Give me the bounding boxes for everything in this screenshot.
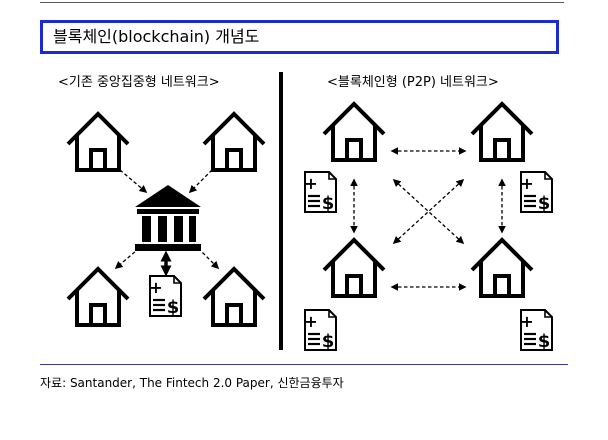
bank-icon — [135, 185, 201, 251]
title-box: 블록체인(blockchain) 개념도 — [40, 20, 559, 54]
house-icon — [470, 238, 534, 298]
house-icon — [470, 102, 534, 162]
page-title: 블록체인(blockchain) 개념도 — [53, 27, 260, 46]
centralized-network-label: <기존 중앙집중형 네트워크> — [58, 75, 220, 90]
arrow-house-to-bank — [188, 169, 213, 194]
document-dollar-icon — [148, 274, 183, 320]
arrow-house-to-bank — [119, 169, 148, 194]
house-icon — [66, 112, 130, 172]
arrow-bank-to-house — [114, 243, 145, 270]
document-dollar-icon — [303, 308, 338, 354]
footer-rule — [40, 364, 568, 365]
house-icon — [66, 267, 130, 327]
source-note: 자료: Santander, The Fintech 2.0 Paper, 신한… — [40, 376, 344, 390]
house-icon — [202, 112, 266, 172]
document-dollar-icon — [303, 170, 338, 216]
house-icon — [322, 102, 386, 162]
p2p-network-label: <블록체인형 (P2P) 네트워크> — [327, 75, 499, 90]
document-dollar-icon — [519, 308, 554, 354]
house-icon — [322, 238, 386, 298]
house-icon — [202, 267, 266, 327]
document-dollar-icon — [519, 170, 554, 216]
top-rule — [40, 2, 564, 3]
